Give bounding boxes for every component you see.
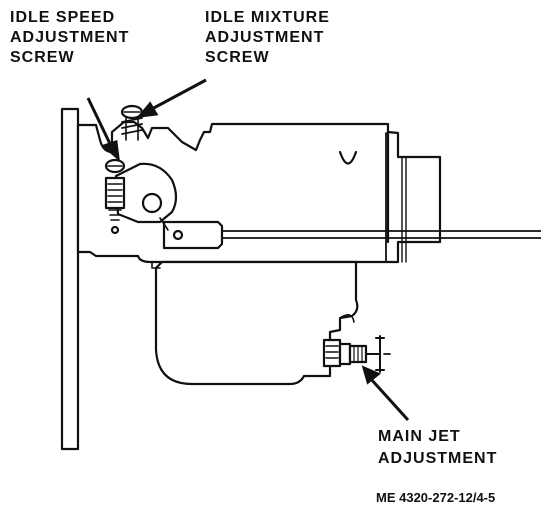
main-jet-adjustment-label: MAIN JET ADJUSTMENT [378,426,497,470]
main-jet-label-line-1: MAIN JET [378,428,461,445]
main-jet-label-line-2: ADJUSTMENT [378,450,498,467]
idle-mixture-label-line-1: IDLE MIXTURE [205,9,330,26]
main-jet-packing-nut [338,342,352,366]
throttle-shaft [141,192,163,214]
mounting-flange [60,107,80,451]
idle-mixture-label-line-3: SCREW [205,49,270,66]
idle-speed-screw-tip [110,225,120,235]
idle-speed-arrowhead [101,139,120,162]
idle-speed-label-line-1: IDLE SPEED [10,9,116,26]
main-jet-boss-threads [325,345,339,359]
main-jet-nut-flats [353,345,363,363]
idle-mixture-arrowhead [136,101,159,118]
main-jet-arrowhead [361,365,381,385]
float-bowl [154,260,359,386]
idle-mixture-arrow-shaft [149,78,207,112]
idle-speed-screw-threads [107,183,123,203]
idle-mixture-spring [121,117,143,135]
figure-reference-caption: ME 4320-272-12/4-5 [376,490,496,505]
idle-speed-label-line-3: SCREW [10,49,75,66]
main-jet-t-handle [375,335,385,373]
lever-link [159,217,169,231]
main-jet-arrow-shaft [368,376,410,422]
idle-mixture-adjustment-screw-label: IDLE MIXTURE ADJUSTMENT SCREW [205,8,330,68]
idle-speed-label-line-2: ADJUSTMENT [10,29,130,46]
callout-arrows [86,78,410,422]
bowl-gasket [151,261,161,269]
linkage-arm [162,220,224,250]
bowl-lip [339,314,355,323]
idle-mixture-label-line-2: ADJUSTMENT [205,29,325,46]
horn-notch [338,150,358,165]
main-jet-boss [322,338,342,368]
linkage-pin [172,229,184,241]
idle-speed-spring [108,209,122,221]
idle-speed-screw-body [104,176,126,210]
throttle-rod [217,230,541,239]
clamp-band [401,156,407,263]
idle-speed-adjustment-screw-label: IDLE SPEED ADJUSTMENT SCREW [10,8,129,68]
idle-speed-arrow-shaft [86,97,114,149]
